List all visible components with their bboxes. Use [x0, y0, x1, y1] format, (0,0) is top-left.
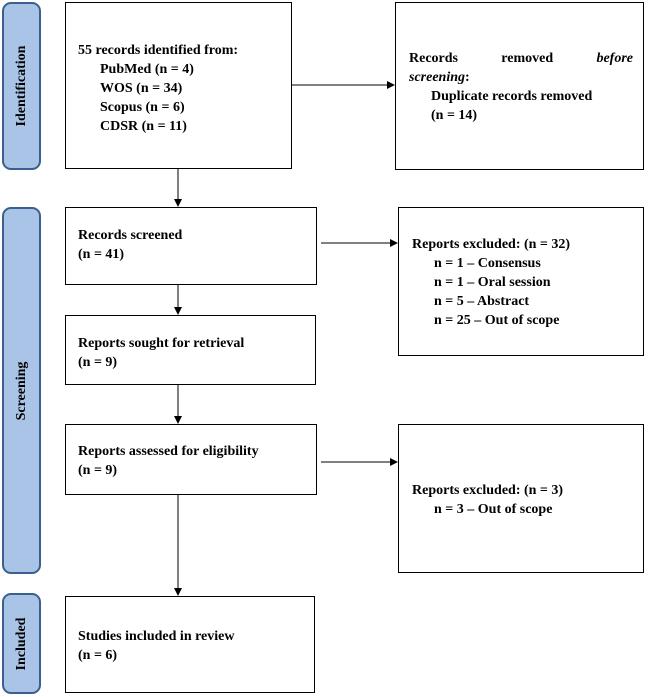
exclusion-item: n = 1 – Consensus	[434, 256, 541, 271]
records-identified-box: 55 records identified from: PubMed (n = …	[65, 2, 292, 169]
duplicates-removed: Duplicate records removed	[431, 89, 593, 104]
removed-word: screening	[409, 70, 465, 85]
duplicates-count: (n = 14)	[431, 108, 478, 123]
exclusion-item: n = 25 – Out of scope	[434, 313, 560, 328]
source-item: WOS (n = 34)	[100, 81, 183, 96]
exclusion-item: n = 5 – Abstract	[434, 294, 530, 309]
stage-identification: Identification	[2, 2, 41, 170]
stage-screening: Screening	[2, 207, 41, 574]
records-screened-title: Records screened	[78, 228, 183, 243]
removed-word: Records	[409, 51, 458, 66]
removed-word: before	[596, 51, 633, 66]
source-item: CDSR (n = 11)	[100, 119, 187, 134]
reports-assessed-title: Reports assessed for eligibility	[78, 444, 259, 459]
removed-word: removed	[501, 51, 554, 66]
reports-sought-box: Reports sought for retrieval (n = 9)	[65, 315, 316, 385]
stage-included: Included	[2, 593, 41, 694]
reports-sought-title: Reports sought for retrieval	[78, 336, 245, 351]
exclusion-item: n = 3 – Out of scope	[434, 502, 553, 517]
reports-excluded-box: Reports excluded: (n = 32) n = 1 – Conse…	[398, 207, 644, 356]
records-identified-title: 55 records identified from:	[78, 43, 239, 58]
source-item: Scopus (n = 6)	[100, 100, 185, 115]
studies-included-title: Studies included in review	[78, 629, 235, 644]
reports-assessed-count: (n = 9)	[78, 463, 118, 478]
reports-sought-count: (n = 9)	[78, 355, 118, 370]
records-removed-heading: Records removed before	[409, 49, 633, 68]
reports-excluded-2-box: Reports excluded: (n = 3) n = 3 – Out of…	[398, 424, 644, 573]
records-screened-count: (n = 41)	[78, 247, 125, 262]
studies-included-box: Studies included in review (n = 6)	[65, 596, 315, 693]
exclusion-item: n = 1 – Oral session	[434, 275, 551, 290]
reports-excluded-title: Reports excluded: (n = 32)	[412, 237, 571, 252]
reports-excluded-2-title: Reports excluded: (n = 3)	[412, 483, 564, 498]
source-item: PubMed (n = 4)	[100, 62, 194, 77]
studies-included-count: (n = 6)	[78, 648, 118, 663]
removed-heading-line2: screening:	[409, 68, 633, 87]
removed-colon: :	[465, 70, 470, 85]
reports-assessed-box: Reports assessed for eligibility (n = 9)	[65, 424, 317, 495]
records-removed-box: Records removed before screening: Duplic…	[395, 2, 644, 170]
records-screened-box: Records screened (n = 41)	[65, 207, 317, 285]
